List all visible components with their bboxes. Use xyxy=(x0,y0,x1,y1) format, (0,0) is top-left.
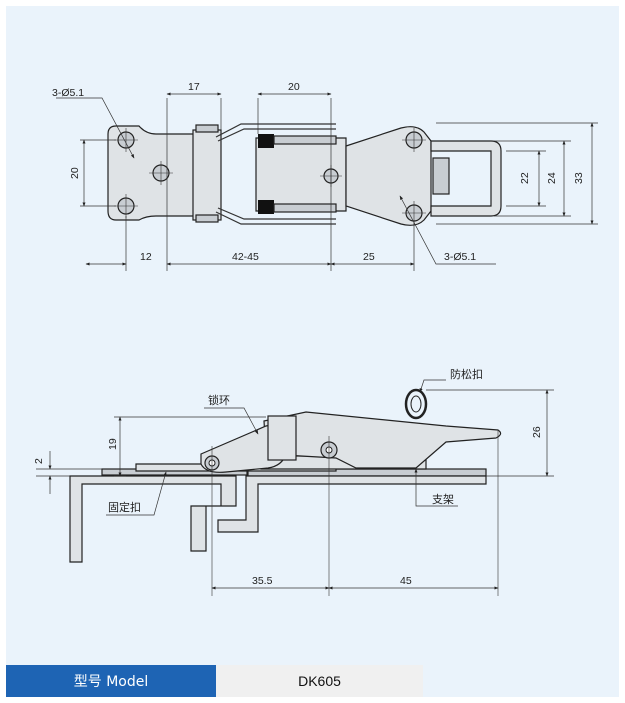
pivot-block xyxy=(258,200,274,214)
label-anti-loose: 防松扣 xyxy=(450,367,483,381)
drawing-sheet: 3-Ø5.1 17 20 20 12 42-45 25 3-Ø5.1 22 24… xyxy=(6,6,619,697)
anti-loose-ring xyxy=(404,388,428,420)
hook-tongue xyxy=(192,129,222,221)
dim-20-top: 20 xyxy=(288,81,300,93)
dim-12: 12 xyxy=(140,251,152,263)
dim-33: 33 xyxy=(573,172,585,184)
lock-ring-wire xyxy=(215,123,336,225)
dim-42-45: 42-45 xyxy=(232,251,259,263)
model-label: 型号 Model xyxy=(6,665,216,697)
support-bracket xyxy=(217,475,487,533)
catch-bracket xyxy=(69,475,237,563)
handle-loop xyxy=(430,140,502,217)
dim-45: 45 xyxy=(400,575,412,587)
dim-20-left: 20 xyxy=(69,167,81,179)
dim-17: 17 xyxy=(188,81,200,93)
top-view: 3-Ø5.1 17 20 20 12 42-45 25 3-Ø5.1 22 24… xyxy=(52,81,598,271)
label-lock-ring: 锁环 xyxy=(208,393,230,407)
dim-2: 2 xyxy=(33,458,45,464)
pivot-block xyxy=(258,134,274,148)
dim-24: 24 xyxy=(546,172,558,184)
dim-25: 25 xyxy=(363,251,375,263)
loop-slot xyxy=(432,157,450,195)
label-bracket: 支架 xyxy=(432,493,454,506)
dim-26: 26 xyxy=(531,426,543,438)
dim-35-5: 35.5 xyxy=(252,575,273,587)
dim-22: 22 xyxy=(519,172,531,184)
dim-19: 19 xyxy=(107,438,119,450)
hole-spec-right: 3-Ø5.1 xyxy=(444,251,476,263)
model-bar: 型号 Model DK605 xyxy=(6,665,423,697)
label-catch: 固定扣 xyxy=(108,500,141,514)
technical-drawing: 3-Ø5.1 17 20 20 12 42-45 25 3-Ø5.1 22 24… xyxy=(33,81,598,596)
hole-spec-left: 3-Ø5.1 xyxy=(52,87,84,99)
side-view: 2 19 26 35.5 45 防松扣 锁环 固定扣 支架 xyxy=(33,367,554,596)
model-value: DK605 xyxy=(216,665,423,697)
